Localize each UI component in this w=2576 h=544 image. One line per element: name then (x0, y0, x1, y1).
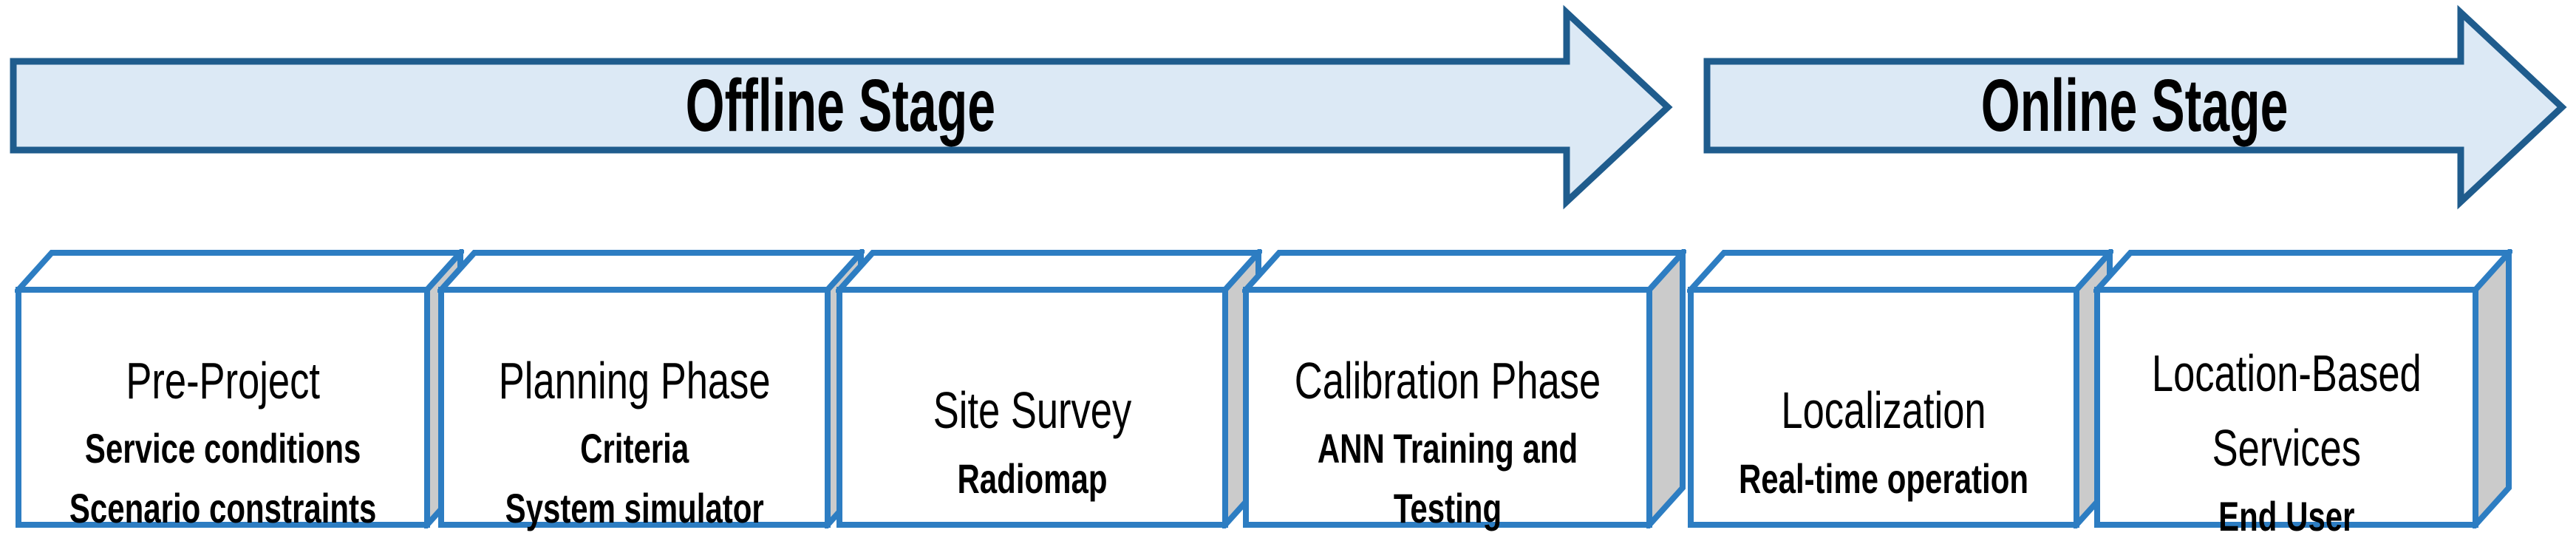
stage-box-detail: ANN Training and (1317, 425, 1578, 472)
stage-box-detail: Real-time operation (1738, 455, 2029, 502)
offline-stage-arrow (10, 4, 1673, 210)
stage-arrows (10, 4, 2567, 210)
stage-box-detail: End User (2218, 492, 2355, 540)
cube-top-face (1684, 250, 2116, 293)
offline-stage-label: Offline Stage (13, 61, 1668, 150)
cube-front-face (1243, 287, 1652, 528)
stage-box (2091, 245, 2515, 533)
stage-box-title: Location-Based Services (2151, 344, 2422, 477)
cube-top-face (12, 250, 467, 293)
cube-top-face (2091, 250, 2515, 293)
cube-side-face (1646, 245, 1686, 533)
cube-top-face (435, 250, 868, 293)
stage-box-detail: Service conditions (84, 425, 361, 472)
cube-svg (2091, 245, 2515, 533)
stage-box-detail: Radiomap (957, 455, 1108, 502)
cube-front-face (16, 287, 430, 528)
online-stage-label-text: Online Stage (1980, 64, 2289, 147)
cube-front-face (2094, 287, 2478, 528)
stage-box (1684, 245, 2116, 533)
cube-front-face (836, 287, 1228, 528)
online-stage-label: Online Stage (1707, 61, 2562, 150)
cube-top-face (833, 250, 1265, 293)
stage-box (435, 245, 868, 533)
cube-svg (1684, 245, 2116, 533)
stage-box-title: Site Survey (933, 381, 1132, 439)
stage-box-title: Pre-Project (126, 351, 320, 409)
cube-front-face (438, 287, 831, 528)
online-stage-arrow (1703, 4, 2567, 210)
stage-box (1239, 245, 1689, 533)
cube-front-face (1688, 287, 2079, 528)
stage-box (833, 245, 1265, 533)
stage-box-detail: System simulator (505, 485, 764, 532)
offline-stage-label-text: Offline Stage (685, 64, 996, 147)
cube-side-face (2473, 245, 2512, 533)
cube-svg (435, 245, 868, 533)
cube-svg (833, 245, 1265, 533)
stage-box-detail: Testing (1393, 485, 1502, 532)
cube-top-face (1239, 250, 1689, 293)
stage-box-title: Calibration Phase (1294, 351, 1601, 409)
stage-box-title: Planning Phase (498, 351, 771, 409)
stage-box-detail: Criteria (579, 425, 689, 472)
stage-box-detail: Scenario constraints (69, 485, 377, 532)
stage-box-title: Localization (1781, 381, 1986, 439)
cube-svg (1239, 245, 1689, 533)
